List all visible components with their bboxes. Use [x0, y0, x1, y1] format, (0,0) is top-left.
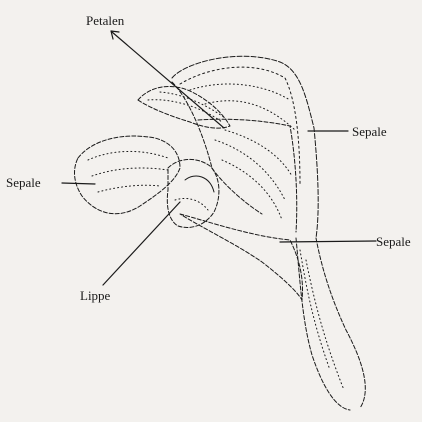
sepale-bottom-right-label: Sepale	[376, 235, 411, 248]
mid-petal-outline	[198, 119, 297, 232]
sepale-left-leader	[62, 183, 95, 184]
lip-vein	[175, 198, 208, 210]
sepale-bottom-right-leader	[280, 241, 376, 242]
mid-vein-2	[222, 160, 282, 220]
lip-inner-curve	[185, 176, 214, 192]
dorsal-sepal-vein-2	[205, 101, 295, 130]
left-sepal-vein-2	[92, 168, 168, 176]
petalen-leader	[112, 32, 224, 128]
mid-vein-1	[215, 140, 285, 200]
left-sepal-vein-3	[98, 185, 160, 192]
mid-vein-3	[225, 130, 292, 176]
pendant-vein-2	[300, 250, 330, 370]
lippe-label: Lippe	[80, 289, 110, 302]
sepale-top-right-label: Sepale	[352, 125, 387, 138]
lippe-leader	[103, 202, 180, 285]
dorsal-sepal-vein-1	[190, 84, 290, 100]
lower-sepal-outline	[180, 214, 303, 300]
pendant-outline-left	[296, 238, 350, 410]
petalen-label: Petalen	[86, 14, 124, 27]
pendant-vein	[306, 260, 344, 390]
left-sepal-outline	[75, 136, 180, 214]
sepale-left-label: Sepale	[6, 176, 41, 189]
left-sepal-vein-1	[88, 151, 168, 160]
